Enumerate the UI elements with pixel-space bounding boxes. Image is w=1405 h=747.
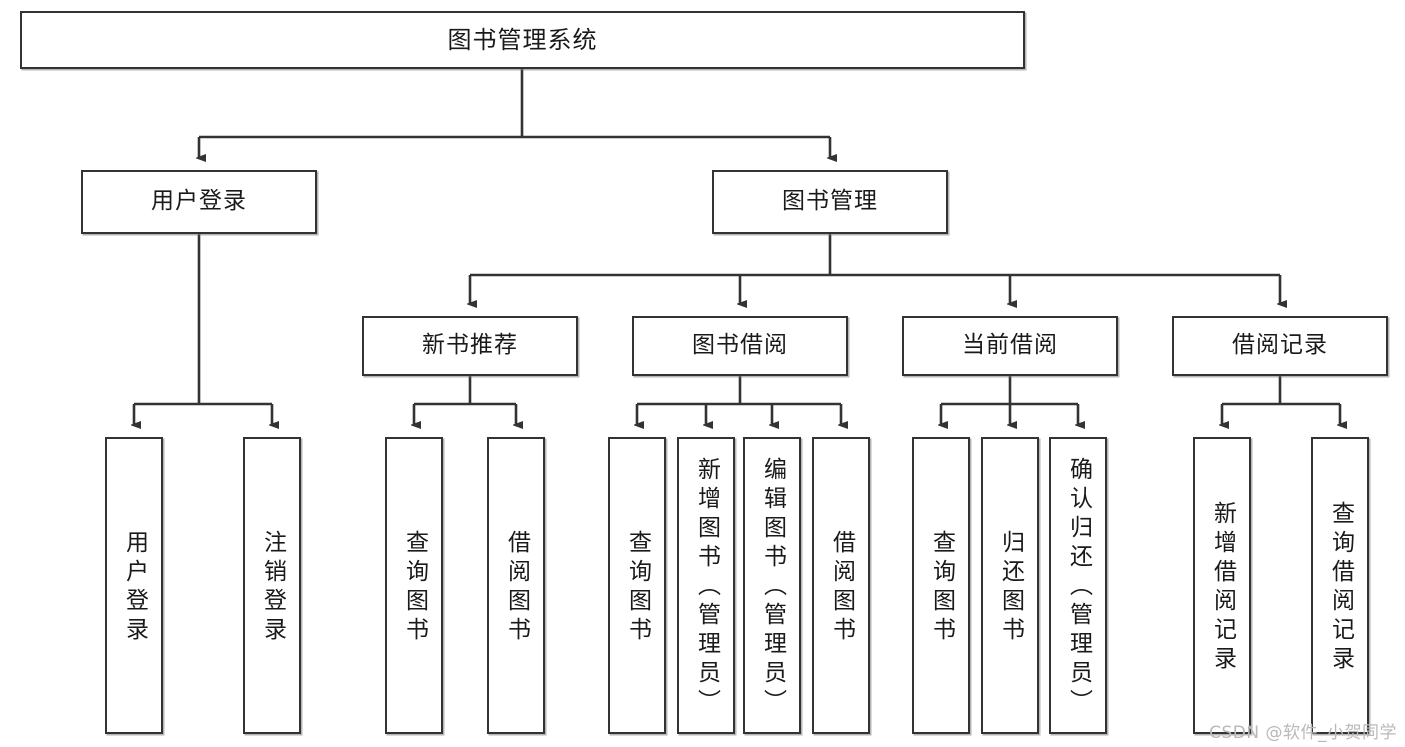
- node-root-book-management-system[interactable]: 图书管理系统: [20, 11, 1025, 69]
- watermark: CSDN @软件_小贺同学: [1209, 723, 1397, 743]
- node-user-login[interactable]: 用户登录: [81, 170, 317, 234]
- leaf-borrow-record-add[interactable]: 新增借阅记录: [1193, 437, 1251, 734]
- leaf-new-book-borrow[interactable]: 借阅图书: [487, 437, 545, 734]
- leaf-current-borrow-confirm-admin[interactable]: 确认归还（管理员）: [1049, 437, 1107, 734]
- leaf-book-borrow-edit-admin[interactable]: 编辑图书（管理员）: [743, 437, 801, 734]
- node-current-borrow[interactable]: 当前借阅: [902, 316, 1118, 376]
- node-borrow-record[interactable]: 借阅记录: [1172, 316, 1388, 376]
- leaf-user-login-login[interactable]: 用户登录: [105, 437, 163, 734]
- leaf-user-login-logout[interactable]: 注销登录: [243, 437, 301, 734]
- leaf-new-book-query[interactable]: 查询图书: [385, 437, 443, 734]
- leaf-current-borrow-return[interactable]: 归还图书: [981, 437, 1039, 734]
- node-book-borrow[interactable]: 图书借阅: [632, 316, 848, 376]
- leaf-book-borrow-query[interactable]: 查询图书: [608, 437, 666, 734]
- leaf-book-borrow-add-admin[interactable]: 新增图书（管理员）: [677, 437, 735, 734]
- node-book-management[interactable]: 图书管理: [712, 170, 948, 234]
- leaf-borrow-record-query[interactable]: 查询借阅记录: [1311, 437, 1369, 734]
- leaf-book-borrow-borrow[interactable]: 借阅图书: [812, 437, 870, 734]
- leaf-current-borrow-query[interactable]: 查询图书: [912, 437, 970, 734]
- node-new-book-recommend[interactable]: 新书推荐: [362, 316, 578, 376]
